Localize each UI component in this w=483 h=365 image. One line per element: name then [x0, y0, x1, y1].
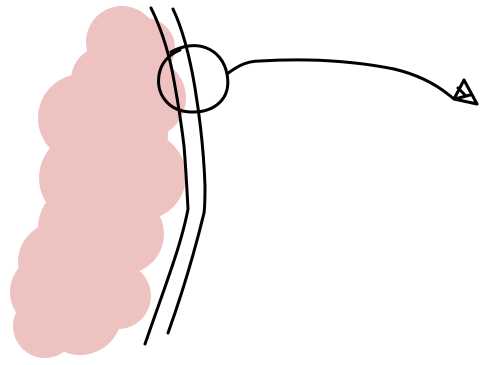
pen-strokes — [145, 8, 477, 344]
pointer-arrowhead — [454, 80, 477, 104]
highlight-blob — [13, 294, 77, 358]
pointer-arrow-shaft — [227, 60, 454, 99]
highlight-blob — [85, 263, 151, 329]
